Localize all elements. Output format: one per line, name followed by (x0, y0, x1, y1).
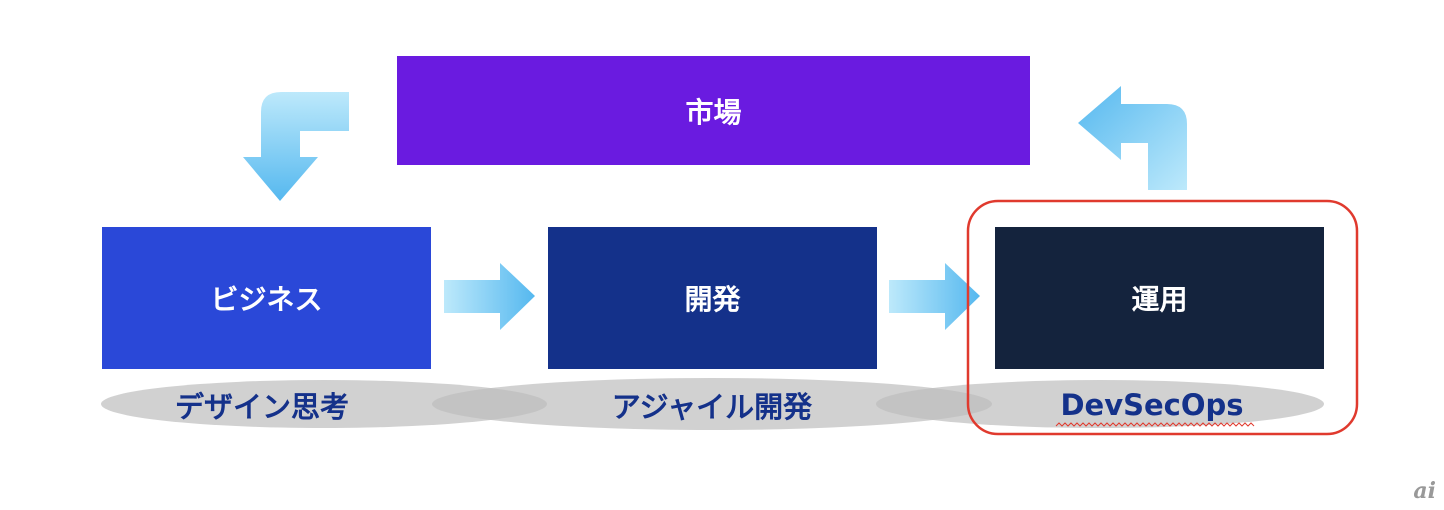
arrow-right-icon (889, 263, 980, 330)
node-operations: 運用 (995, 227, 1324, 369)
label-agile: アジャイル開発 (611, 390, 813, 424)
feedback-arrow-up-left-icon (1078, 86, 1187, 190)
method-ellipse-agile (432, 378, 992, 430)
method-ellipse-design-thinking (101, 380, 547, 428)
node-development: 開発 (548, 227, 877, 369)
watermark-logo: ai (1413, 478, 1436, 504)
node-market: 市場 (397, 56, 1030, 165)
devsecops-highlight-frame (966, 199, 1359, 436)
node-business: ビジネス (102, 227, 431, 369)
label-design-thinking: デザイン思考 (174, 390, 349, 424)
arrow-right-icon (444, 263, 535, 330)
label-devsecops: DevSecOps (1060, 388, 1244, 422)
method-ellipse-devsecops (876, 380, 1324, 428)
spellcheck-underline (1055, 422, 1255, 427)
feedback-arrow-down-icon (243, 92, 349, 201)
